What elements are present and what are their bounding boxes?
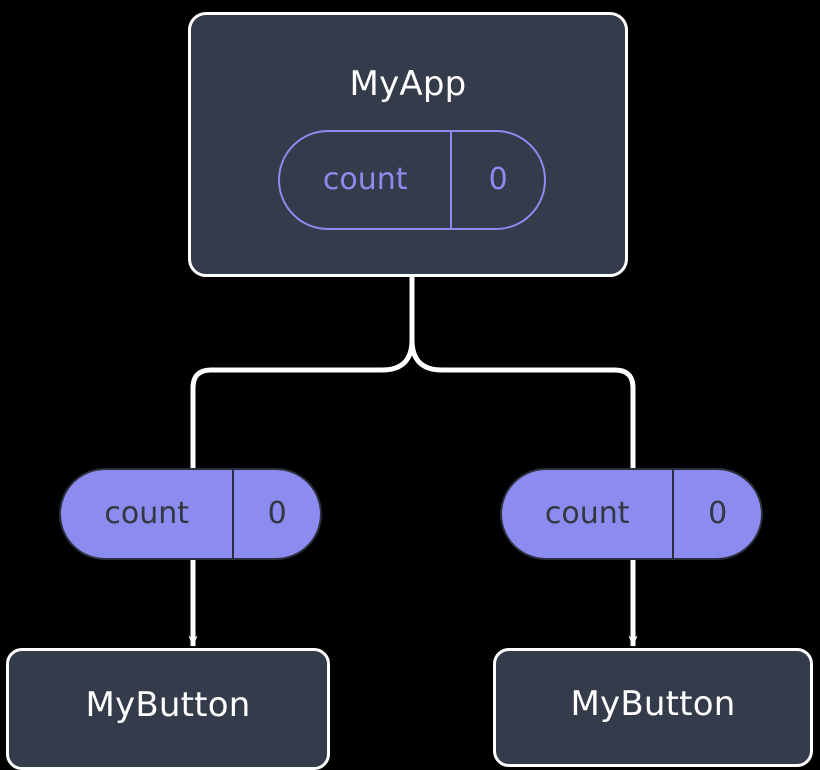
component-title-myapp: MyApp: [349, 64, 467, 104]
component-node-mybutton-left[interactable]: MyButton: [6, 648, 330, 770]
props-pill-key: count: [104, 496, 189, 531]
state-pill-myapp-count[interactable]: count 0: [278, 130, 546, 230]
props-pill-value: 0: [672, 470, 761, 558]
props-pill-right-count[interactable]: count 0: [500, 468, 763, 560]
props-pill-key: count: [544, 496, 630, 531]
props-pill-left-count[interactable]: count 0: [59, 468, 322, 560]
fork-connector: [190, 274, 636, 471]
component-title-mybutton-left: MyButton: [85, 685, 251, 725]
state-pill-key: count: [322, 162, 408, 197]
component-title-mybutton-right: MyButton: [570, 683, 736, 724]
props-pill-value: 0: [232, 470, 320, 558]
fork-stem-left: [190, 274, 415, 471]
component-node-mybutton-right[interactable]: MyButton: [493, 648, 813, 767]
state-pill-value: 0: [450, 132, 544, 228]
fork-stem-right: [409, 274, 636, 471]
